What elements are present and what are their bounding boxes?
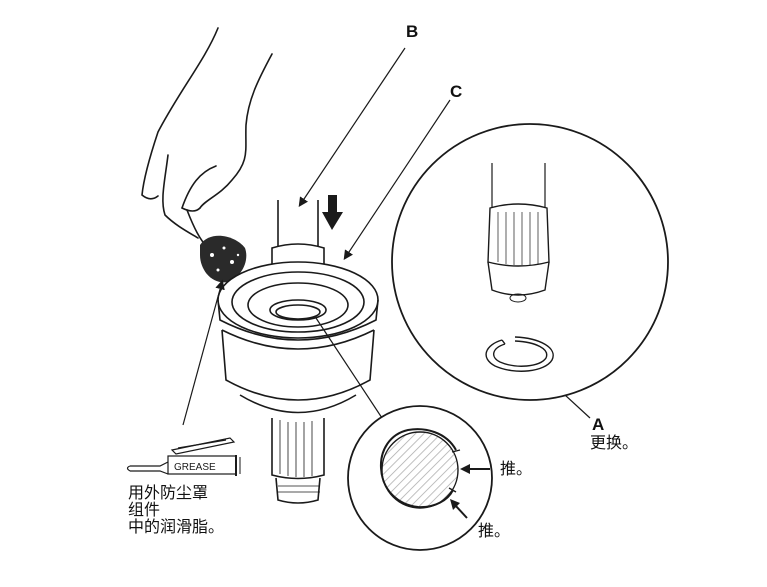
push-arrow-upper-icon [460, 464, 470, 474]
grease-note: 用外防尘罩 组件 中的润滑脂。 [128, 484, 224, 535]
callout-b: B [406, 22, 419, 41]
grease-tube-icon: GREASE [126, 437, 241, 476]
callout-a-note: 更换。 [590, 433, 639, 452]
callout-a: A [592, 415, 605, 434]
grease-note-line-3: 中的润滑脂。 [128, 517, 225, 536]
detail-circle-push [347, 405, 493, 551]
push-label-upper: 推。 [500, 459, 533, 478]
grease-note-line-2: 组件 [128, 500, 161, 519]
hand-illustration [141, 27, 273, 249]
callout-c: C [450, 82, 463, 101]
grease-tube-label: GREASE [174, 462, 216, 473]
grease-dab-icon [200, 235, 247, 283]
detail-circle-a [391, 123, 669, 401]
joint-housing-c [217, 261, 379, 414]
push-arrows [450, 464, 490, 519]
circlip-a [485, 336, 554, 372]
grease-note-line-1: 用外防尘罩 [128, 483, 209, 502]
push-arrow-lower-icon [450, 499, 460, 510]
push-down-arrow-icon [322, 195, 343, 230]
lower-splined-shaft [271, 418, 325, 504]
push-label-lower: 推。 [478, 521, 511, 540]
